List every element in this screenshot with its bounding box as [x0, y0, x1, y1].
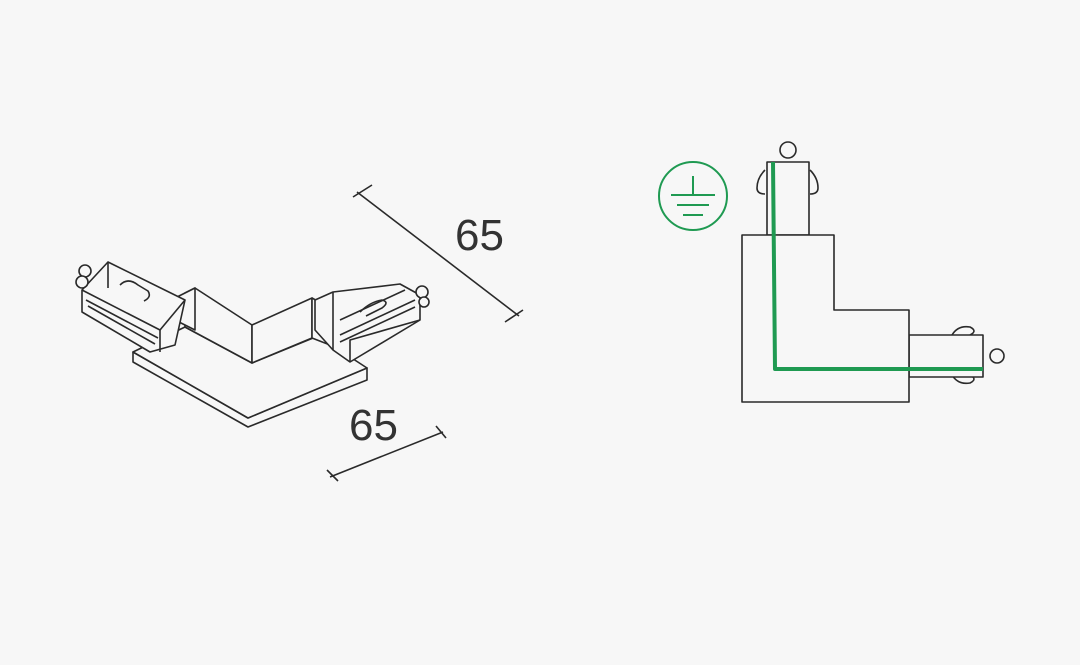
left-track-adapter — [75, 261, 186, 353]
protective-earth-ground-icon — [658, 161, 728, 231]
earth-conductor — [771, 161, 983, 371]
dimension-label-b: 65 — [349, 401, 398, 450]
dimension-label-a: 65 — [455, 211, 504, 260]
top-view-connector — [741, 141, 1005, 403]
dimension-a: 65 — [352, 184, 524, 323]
dimension-b: 65 — [326, 401, 447, 482]
isometric-connector-view — [75, 261, 430, 428]
right-track-adapter — [314, 283, 430, 363]
l-body — [741, 234, 910, 403]
